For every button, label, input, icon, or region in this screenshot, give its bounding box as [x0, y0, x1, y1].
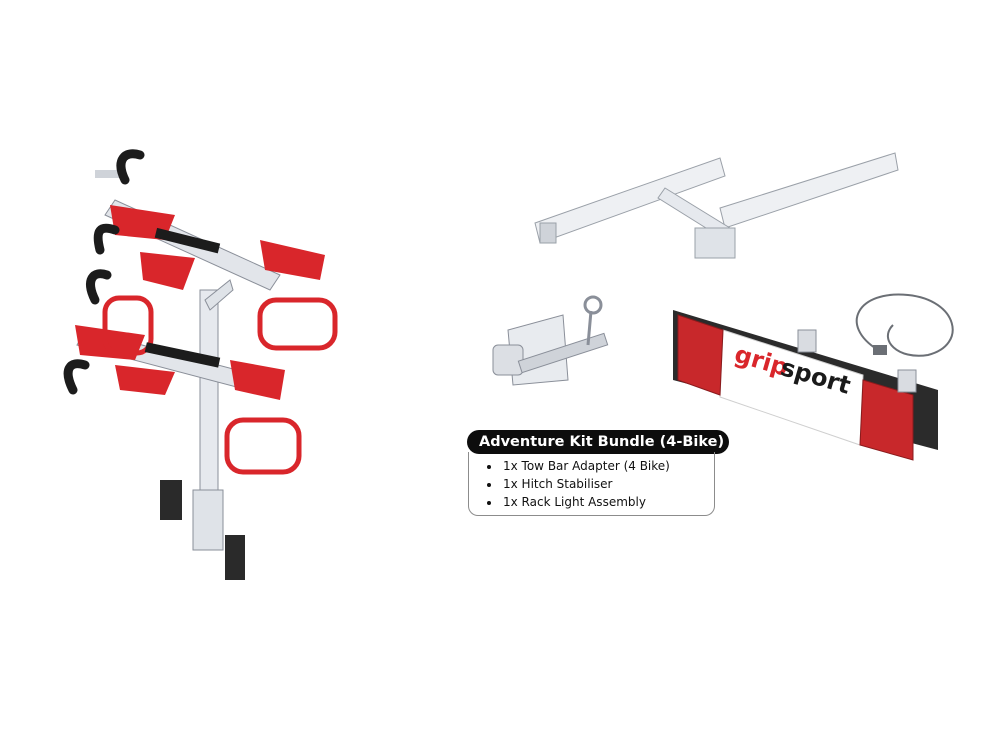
kit-item: 1x Rack Light Assembly: [501, 493, 714, 511]
kit-item: 1x Hitch Stabiliser: [501, 475, 714, 493]
kit-item: 1x Tow Bar Adapter (4 Bike): [501, 457, 714, 475]
kit-bundle-title: Adventure Kit Bundle (4-Bike): [467, 430, 729, 454]
rack-light-assembly-image: grip sport: [673, 293, 954, 461]
hitch-stabiliser-image: [492, 295, 609, 386]
kit-items-list: 1x Tow Bar Adapter (4 Bike) 1x Hitch Sta…: [469, 457, 714, 511]
kit-items-box: 1x Tow Bar Adapter (4 Bike) 1x Hitch Sta…: [468, 452, 715, 516]
bike-rack-image: [63, 149, 338, 580]
kit-bundle-card: Adventure Kit Bundle (4-Bike) 1x Tow Bar…: [467, 430, 729, 516]
tow-bar-adapter-image: [534, 152, 899, 259]
